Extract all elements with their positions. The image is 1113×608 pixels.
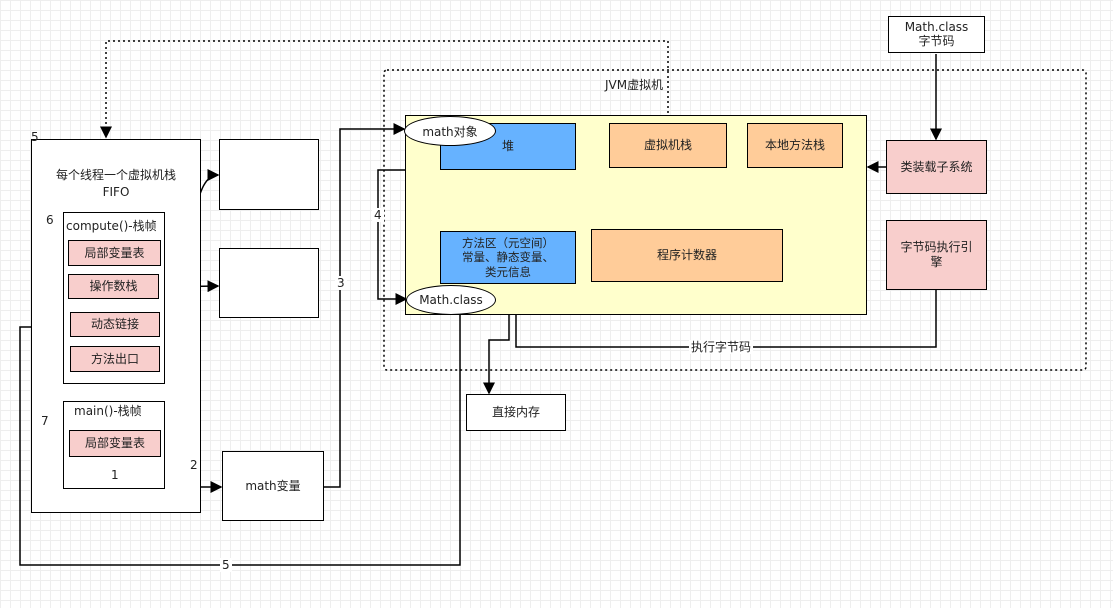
math-class-label: Math.class: [419, 293, 483, 307]
math-object-ellipse[interactable]: math对象: [404, 116, 496, 146]
math-object-label: math对象: [422, 124, 478, 139]
pc-register-label: 程序计数器: [656, 248, 717, 262]
main-frame-number: 1: [111, 468, 119, 482]
arrow-mathvar-to-mathobject: [324, 123, 406, 488]
edge-label-exec-bytecode: 执行字节码: [689, 340, 754, 354]
main-local-var-label: 局部变量表: [84, 436, 145, 450]
method-area-label: 方法区（元空间） 常量、静态变量、 类元信息: [462, 235, 554, 279]
heap-label: 堆: [501, 139, 514, 153]
native-stack-box[interactable]: 本地方法栈: [747, 123, 843, 168]
compute-local-var-label: 局部变量表: [84, 245, 145, 260]
bytecode-source-label: Math.class 字节码: [904, 19, 969, 48]
direct-memory-label: 直接内存: [491, 405, 540, 419]
vm-stack-label: 虚拟机栈: [643, 138, 692, 152]
class-loader-box[interactable]: 类装载子系统: [886, 140, 987, 194]
edge-label-2: 2: [188, 458, 200, 472]
edge-label-3: 3: [335, 276, 347, 290]
main-frame-title: main()-栈帧: [74, 404, 142, 418]
math-variable-label: math变量: [245, 478, 301, 493]
edge-label-4: 4: [372, 208, 384, 222]
exec-engine-box[interactable]: 字节码执行引 擎: [886, 220, 987, 290]
edge-label-5-bottom: 5: [220, 558, 232, 572]
math-variable-box[interactable]: math变量: [222, 451, 324, 521]
compute-operand-label: 操作数栈: [89, 279, 138, 293]
compute-dynamic-link[interactable]: 动态链接: [70, 312, 160, 337]
compute-operand-stack[interactable]: 操作数栈: [68, 274, 159, 299]
pc-register-box[interactable]: 程序计数器: [591, 229, 783, 282]
bytecode-source-box[interactable]: Math.class 字节码: [888, 16, 985, 53]
direct-memory-box[interactable]: 直接内存: [466, 394, 566, 431]
compute-local-var-table[interactable]: 局部变量表: [68, 240, 161, 266]
class-loader-label: 类装载子系统: [900, 159, 973, 174]
compute-method-exit[interactable]: 方法出口: [70, 346, 160, 372]
jvm-title: JVM虚拟机: [605, 78, 664, 92]
compute-dynamic-link-label: 动态链接: [90, 317, 139, 331]
native-stack-label: 本地方法栈: [764, 138, 825, 152]
edge-label-6: 6: [46, 213, 54, 227]
thread-stack-title: 每个线程一个虚拟机栈 FIFO: [55, 168, 176, 200]
math-class-ellipse[interactable]: Math.class: [406, 285, 496, 315]
vm-stack-box[interactable]: 虚拟机栈: [609, 123, 727, 168]
edge-label-5-top: 5: [31, 130, 39, 144]
empty-box-upper[interactable]: [219, 139, 319, 210]
main-local-var-table[interactable]: 局部变量表: [69, 430, 161, 457]
compute-method-exit-label: 方法出口: [90, 351, 139, 366]
exec-engine-label: 字节码执行引 擎: [900, 240, 973, 269]
method-area-box[interactable]: 方法区（元空间） 常量、静态变量、 类元信息: [440, 231, 576, 284]
compute-frame-title: compute()-栈帧: [66, 219, 157, 233]
edge-label-7: 7: [39, 414, 51, 428]
empty-box-lower[interactable]: [219, 248, 319, 318]
